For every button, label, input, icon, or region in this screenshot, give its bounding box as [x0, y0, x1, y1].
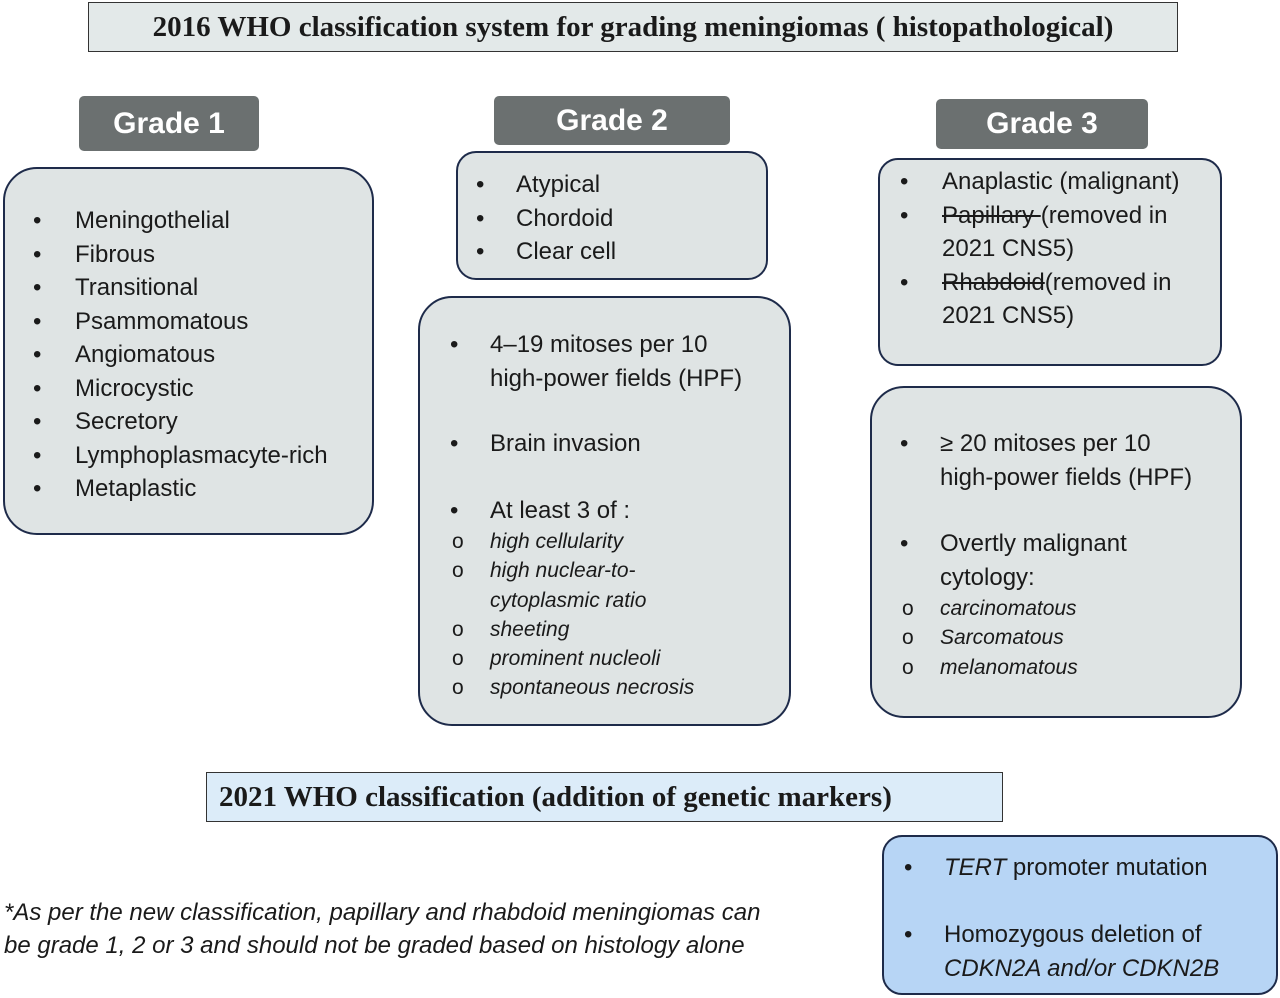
circle-icon: o — [452, 559, 464, 583]
struck-papillary: Papillary — [942, 201, 1041, 229]
bullet-icon: • — [33, 240, 42, 268]
circle-icon: o — [452, 647, 464, 671]
grade-3-overt-malignant: • Overtly malignant cytology: — [900, 527, 1240, 594]
genetic-markers-card: • TERT promoter mutation • Homozygous de… — [882, 835, 1278, 995]
list-item: •Transitional — [33, 271, 373, 305]
grade-3-label: Grade 3 — [936, 99, 1148, 149]
list-item: •Angiomatous — [33, 338, 373, 372]
circle-icon: o — [452, 530, 464, 553]
bullet-icon: • — [900, 268, 909, 296]
tert-gene: TERT — [944, 854, 1007, 881]
grade-2-at-least-3: • At least 3 of : — [450, 494, 790, 528]
list-item: •Meningothelial — [33, 204, 373, 238]
list-item: •Microcystic — [33, 372, 373, 406]
bullet-icon: • — [33, 307, 42, 335]
grade-2-criteria-card: • 4–19 mitoses per 10 high-power fields … — [418, 296, 791, 726]
bullet-icon: • — [33, 207, 42, 234]
circle-icon: o — [452, 617, 464, 641]
bullet-icon: • — [33, 374, 42, 402]
list-item: •Metaplastic — [33, 472, 373, 506]
bullet-icon: • — [33, 341, 42, 368]
list-item: • Anaplastic (malignant) — [900, 165, 1220, 199]
bullet-icon: • — [476, 238, 485, 265]
grade-2-label: Grade 2 — [494, 96, 730, 145]
grade-2-brain-invasion: • Brain invasion — [450, 427, 790, 461]
list-item: •Chordoid — [476, 202, 766, 236]
grade-2-mitoses: • 4–19 mitoses per 10 high-power fields … — [450, 328, 790, 395]
list-item: • Rhabdoid(removed in 2021 CNS5) — [900, 266, 1220, 333]
circle-icon: o — [452, 676, 464, 700]
list-item: •Psammomatous — [33, 305, 373, 339]
struck-rhabdoid: Rhabdoid — [942, 268, 1045, 296]
list-item: •Clear cell — [476, 235, 766, 269]
list-item: • Papillary (removed in 2021 CNS5) — [900, 199, 1220, 266]
bullet-icon: • — [33, 274, 42, 301]
grade-3-criteria-card: • ≥ 20 mitoses per 10 high-power fields … — [870, 386, 1242, 718]
grade-1-subtypes-card: •Meningothelial •Fibrous •Transitional •… — [3, 167, 374, 535]
bullet-icon: • — [900, 201, 909, 229]
bullet-icon: • — [904, 854, 913, 881]
bullet-icon: • — [450, 430, 459, 457]
diagram-title: 2016 WHO classification system for gradi… — [88, 2, 1178, 52]
list-item: •Secretory — [33, 405, 373, 439]
bullet-icon: • — [33, 441, 42, 469]
circle-icon: o — [902, 626, 914, 650]
bullet-icon: • — [476, 171, 485, 198]
list-item: •Fibrous — [33, 238, 373, 272]
grade-3-subtypes-card: • Anaplastic (malignant) • Papillary (re… — [878, 158, 1222, 366]
bullet-icon: • — [900, 530, 909, 557]
cdkn2-marker: • Homozygous deletion of CDKN2A and/or C… — [904, 918, 1274, 985]
genetic-markers-title: 2021 WHO classification (addition of gen… — [206, 772, 1003, 822]
bullet-icon: • — [450, 497, 459, 524]
bullet-icon: • — [904, 921, 913, 948]
grade-2-subtypes-card: •Atypical •Chordoid •Clear cell — [456, 151, 768, 280]
bullet-icon: • — [900, 430, 909, 457]
footnote: *As per the new classification, papillar… — [4, 899, 761, 959]
bullet-icon: • — [450, 331, 459, 358]
bullet-icon: • — [476, 204, 485, 232]
circle-icon: o — [902, 655, 914, 679]
grade-3-mitoses: • ≥ 20 mitoses per 10 high-power fields … — [900, 427, 1240, 494]
grade-1-label: Grade 1 — [79, 96, 259, 151]
bullet-icon: • — [33, 408, 42, 435]
grade-3-subtype-list: • Anaplastic (malignant) • Papillary (re… — [900, 165, 1220, 333]
bullet-icon: • — [900, 168, 909, 195]
list-item: •Lymphoplasmacyte-rich — [33, 439, 373, 473]
bullet-icon: • — [33, 475, 42, 502]
circle-icon: o — [902, 597, 914, 620]
grade-2-subtype-list: •Atypical •Chordoid •Clear cell — [476, 168, 766, 269]
list-item: •Atypical — [476, 168, 766, 202]
list-item: cytoplasmic ratio — [490, 588, 647, 612]
grade-1-subtype-list: •Meningothelial •Fibrous •Transitional •… — [33, 204, 373, 506]
tert-marker: • TERT promoter mutation — [904, 851, 1274, 885]
